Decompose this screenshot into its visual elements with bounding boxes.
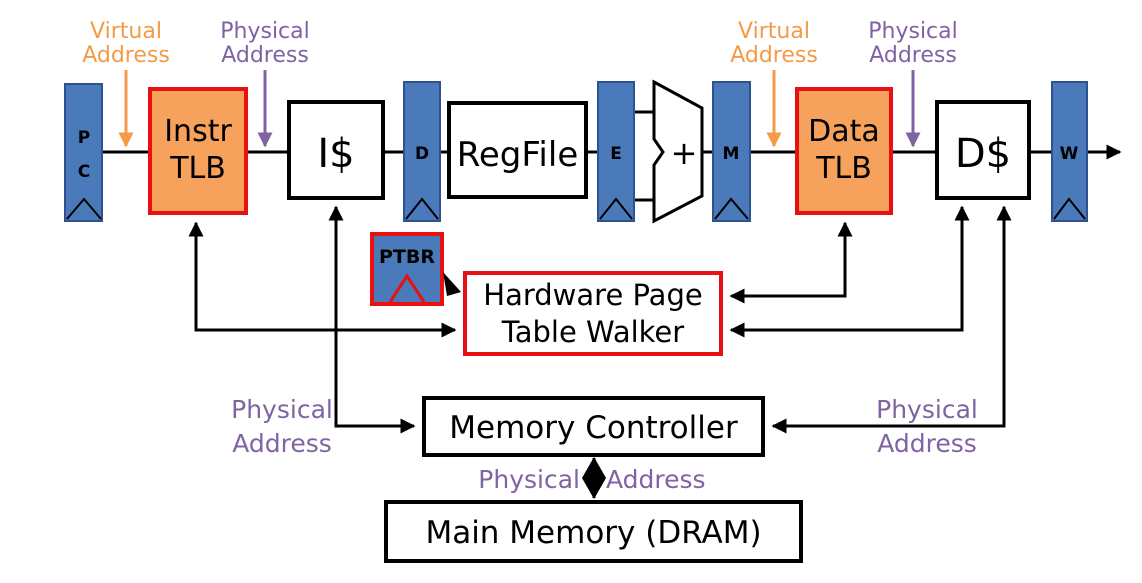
main-memory-block: Main Memory (DRAM)	[384, 500, 803, 563]
right-physical-address-annotation: Physical Address	[876, 395, 978, 458]
stage-register-d: D	[403, 81, 441, 222]
walker-label-1: Hardware Page	[483, 278, 702, 312]
right-physical-label-1: Physical	[876, 395, 978, 424]
stage-e-label: E	[610, 144, 622, 164]
instr-tlb-label-2: TLB	[169, 151, 226, 186]
bottom-physical-label-2: Address	[606, 465, 706, 494]
instr-physical-address-annotation: Physical Address	[220, 19, 310, 148]
bidirectional-diamond-icon	[582, 457, 606, 499]
datapath-wires	[102, 110, 1122, 202]
data-tlb-block: Data TLB	[795, 87, 893, 215]
instr-tlb-label-1: Instr	[164, 114, 232, 149]
regfile-block: RegFile	[447, 101, 588, 199]
data-physical-label-1: Physical	[868, 19, 958, 44]
instr-virtual-label-1: Virtual	[90, 19, 162, 44]
icache-label: I$	[317, 131, 354, 177]
left-physical-label-1: Physical	[231, 395, 333, 424]
data-tlb-label-2: TLB	[815, 151, 872, 186]
ptbr-register: PTBR	[370, 232, 461, 306]
left-physical-address-annotation: Physical Address	[231, 395, 333, 458]
page-table-walker-block: Hardware Page Table Walker	[463, 271, 723, 356]
stage-register-w: W	[1051, 81, 1088, 222]
stage-register-m: M	[712, 81, 751, 222]
stage-register-pc: P C	[64, 83, 103, 222]
instr-virtual-label-2: Address	[82, 43, 170, 68]
stage-pc-label-1: P	[78, 128, 90, 148]
stage-w-label: W	[1060, 144, 1079, 164]
bottom-physical-address-annotation: Physical Address	[478, 465, 705, 494]
data-virtual-label-2: Address	[730, 43, 818, 68]
ptbr-arrow-icon	[443, 272, 461, 296]
dcache-block: D$	[935, 100, 1031, 200]
ptbr-label: PTBR	[379, 246, 435, 268]
stage-pc-label-2: C	[78, 162, 90, 182]
instr-physical-label-1: Physical	[220, 19, 310, 44]
data-virtual-address-annotation: Virtual Address	[730, 19, 818, 148]
memory-controller-label: Memory Controller	[449, 410, 738, 446]
icache-block: I$	[287, 100, 385, 200]
alu-block: +	[652, 79, 704, 224]
walker-label-2: Table Walker	[501, 315, 684, 349]
data-virtual-label-1: Virtual	[738, 19, 810, 44]
regfile-label: RegFile	[457, 135, 579, 175]
memory-dram-connection	[582, 457, 606, 499]
left-physical-label-2: Address	[232, 429, 332, 458]
dcache-label: D$	[955, 131, 1011, 177]
main-memory-label: Main Memory (DRAM)	[425, 515, 761, 551]
data-physical-label-2: Address	[869, 43, 957, 68]
instr-tlb-block: Instr TLB	[148, 87, 248, 215]
stage-register-e: E	[597, 81, 635, 222]
data-tlb-label-1: Data	[808, 114, 880, 149]
stage-d-label: D	[415, 144, 429, 164]
instr-physical-label-2: Address	[221, 43, 309, 68]
instr-virtual-address-annotation: Virtual Address	[82, 19, 170, 148]
stage-m-label: M	[723, 144, 740, 164]
right-physical-label-2: Address	[877, 429, 977, 458]
alu-plus-label: +	[671, 134, 698, 172]
walker-connections	[188, 205, 1012, 434]
data-physical-address-annotation: Physical Address	[868, 19, 958, 148]
bottom-physical-label-1: Physical	[478, 465, 580, 494]
memory-controller-block: Memory Controller	[422, 396, 765, 457]
